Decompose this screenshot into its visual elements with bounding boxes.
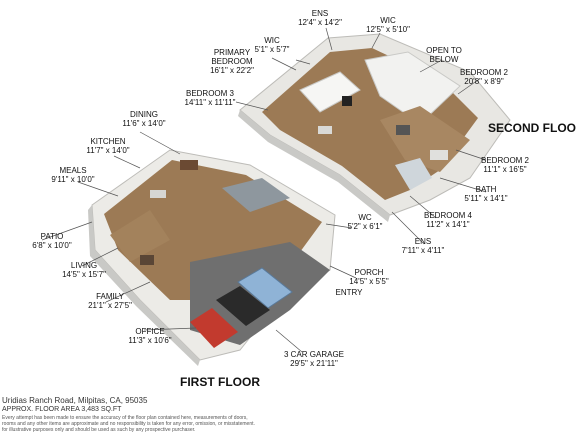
room-label-porch: PORCH 14'5" x 5'5" (349, 268, 388, 286)
room-name: OFFICE (135, 327, 165, 336)
room-name: WIC (264, 36, 280, 45)
room-name: BEDROOM 4 (423, 211, 473, 220)
room-label-family: FAMILY 21'1" x 27'5" (88, 292, 132, 310)
room-label-bedroom2b: BEDROOM 2 11'1" x 16'5" (481, 156, 529, 174)
room-label-entry: ENTRY (336, 288, 363, 297)
room-dimensions: 11'2" x 14'1" (426, 220, 470, 229)
room-dimensions: 5'2" x 6'1" (347, 222, 383, 231)
room-dimensions: 11'6" x 14'0" (122, 119, 166, 128)
room-dimensions: 12'4" x 14'2" (298, 18, 342, 27)
property-address: Uridias Ranch Road, Milpitas, CA, 95035 (2, 396, 148, 405)
room-dimensions: 7'11" x 4'11" (401, 246, 445, 255)
room-dimensions: 20'8" x 8'9" (464, 77, 504, 86)
room-label-bath: BATH 5'11" x 14'1" (464, 185, 507, 203)
room-name: ENS (311, 9, 329, 18)
room-label-wc: WC 5'2" x 6'1" (348, 213, 383, 231)
room-name: PATIO (40, 232, 64, 241)
disclaimer-line-3: for illustrative purposes only and shoul… (2, 427, 196, 433)
room-name: MEALS (59, 166, 87, 175)
room-dimensions: 14'5" x 5'5" (349, 277, 389, 286)
room-label-open-below: OPEN TO BELOW (422, 46, 466, 64)
floor-title-first: FIRST FLOOR (180, 375, 260, 389)
room-label-wic-top: WIC 12'5" x 5'10" (366, 16, 410, 34)
room-label-patio: PATIO 6'8" x 10'0" (32, 232, 71, 250)
room-name: DINING (130, 110, 158, 119)
room-dimensions: 12'5" x 5'10" (366, 25, 410, 34)
room-dimensions: 5'1" x 5'7" (254, 45, 290, 54)
first-floor-model (88, 149, 336, 366)
room-name: WIC (380, 16, 396, 25)
room-label-ens-top: ENS 12'4" x 14'2" (298, 9, 342, 27)
disclaimer-line-1: Every attempt has been made to ensure th… (2, 415, 248, 421)
room-label-bedroom2a: BEDROOM 2 20'8" x 8'9" (460, 68, 508, 86)
room-label-living: LIVING 14'5" x 15'7" (62, 261, 106, 279)
room-label-office: OFFICE 11'3" x 10'6" (128, 327, 171, 345)
room-name: BEDROOM 2 (459, 68, 509, 77)
room-dimensions: 11'1" x 16'5" (483, 165, 527, 174)
room-dimensions: 11'7" x 14'0" (86, 146, 130, 155)
room-label-garage: 3 CAR GARAGE 29'5" x 21'11" (284, 350, 344, 368)
room-name: PRIMARY BEDROOM (211, 48, 253, 66)
room-label-bedroom3: BEDROOM 3 14'11" x 11'11" (185, 89, 236, 107)
room-name: 3 CAR GARAGE (283, 350, 345, 359)
disclaimer-line-2: rooms and any other items are approximat… (2, 421, 255, 427)
room-name: BEDROOM 3 (185, 89, 234, 98)
room-name: LIVING (70, 261, 98, 270)
room-dimensions: 14'5" x 15'7" (62, 270, 106, 279)
room-dimensions: 6'8" x 10'0" (32, 241, 72, 250)
room-dimensions: 21'1" x 27'5" (88, 301, 132, 310)
room-name: ENS (414, 237, 432, 246)
room-name: OPEN TO BELOW (426, 46, 462, 64)
room-dimensions: 16'1" x 22'2" (210, 66, 254, 75)
room-name: BATH (475, 185, 497, 194)
room-name: BEDROOM 2 (480, 156, 530, 165)
room-dimensions: 9'11" x 10'0" (51, 175, 95, 184)
room-label-primary: PRIMARY BEDROOM 16'1" x 22'2" (197, 48, 267, 75)
room-label-ens-bottom: ENS 7'11" x 4'11" (402, 237, 445, 255)
room-label-meals: MEALS 9'11" x 10'0" (51, 166, 94, 184)
room-label-dining: DINING 11'6" x 14'0" (122, 110, 165, 128)
room-name: WC (358, 213, 372, 222)
room-name: KITCHEN (90, 137, 126, 146)
leader-lines (41, 27, 487, 353)
room-name: FAMILY (96, 292, 124, 301)
room-name: PORCH (354, 268, 384, 277)
room-label-bedroom4: BEDROOM 4 11'2" x 14'1" (424, 211, 472, 229)
floor-title-second: SECOND FLOOR (488, 121, 576, 135)
room-dimensions: 11'3" x 10'6" (128, 336, 172, 345)
floor-area: APPROX. FLOOR AREA 3,483 SQ.FT (2, 406, 122, 413)
room-name: ENTRY (335, 288, 363, 297)
room-dimensions: 14'11" x 11'11" (184, 98, 236, 107)
room-label-wic-small: WIC 5'1" x 5'7" (255, 36, 290, 54)
room-dimensions: 5'11" x 14'1" (464, 194, 508, 203)
room-dimensions: 29'5" x 21'11" (290, 359, 338, 368)
room-label-kitchen: KITCHEN 11'7" x 14'0" (86, 137, 129, 155)
second-floor-model (238, 33, 511, 222)
